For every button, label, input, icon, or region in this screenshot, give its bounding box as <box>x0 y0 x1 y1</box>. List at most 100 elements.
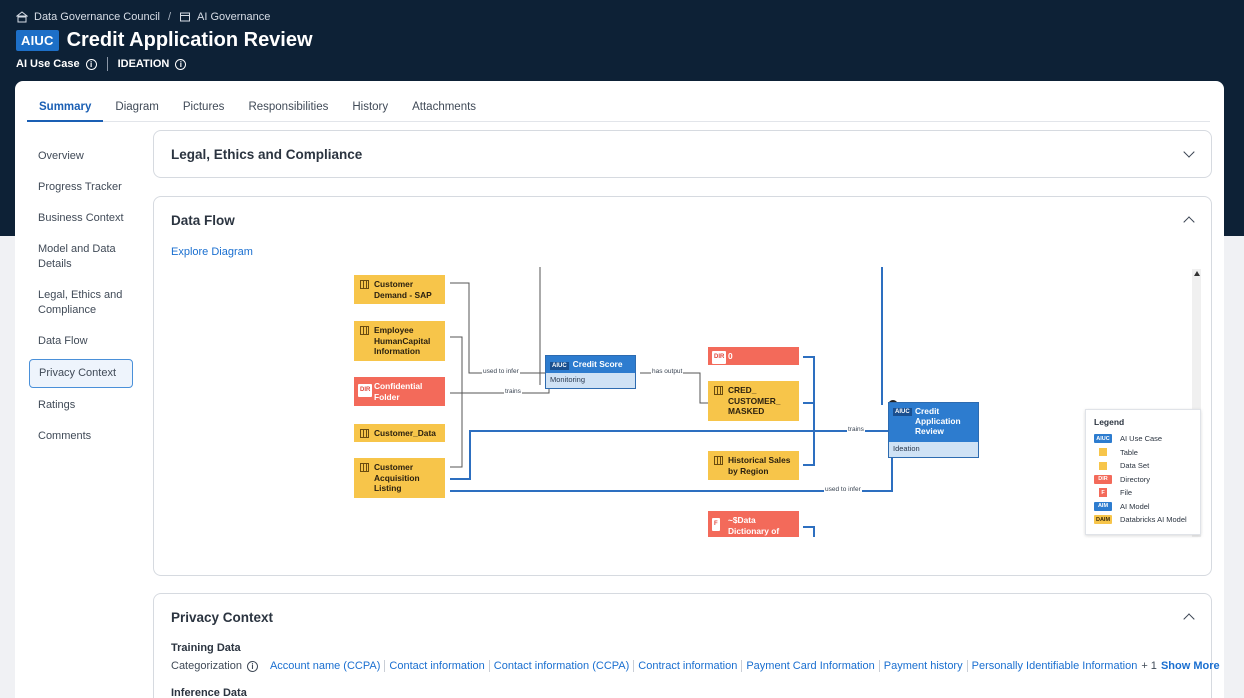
section-title: Privacy Context <box>171 610 274 625</box>
node-label: Customer_Data <box>374 428 436 438</box>
directory-tag: DIR <box>712 351 727 364</box>
page-title: Credit Application Review <box>66 29 313 51</box>
node-label: ~$Data Dictionary of Contoso BI <box>728 515 780 537</box>
node-label: CRED_ CUSTOMER_ MASKED <box>728 385 781 416</box>
node-confidential-folder[interactable]: DIR Confidential Folder <box>354 377 445 406</box>
ai-use-case-tag: AIUC <box>550 362 569 370</box>
asset-type-label: AI Use Case <box>16 58 80 70</box>
section-title: Data Flow <box>171 213 235 228</box>
node-label: Confidential Folder <box>374 381 423 402</box>
tab-history[interactable]: History <box>352 101 389 113</box>
legend-item: Table <box>1094 446 1192 460</box>
node-status: Monitoring <box>550 375 586 384</box>
info-icon[interactable]: i <box>246 660 258 672</box>
legend-swatch: DAIM <box>1094 515 1112 525</box>
node-label: Credit Score <box>572 359 623 369</box>
category-link[interactable]: Payment history <box>880 660 968 672</box>
edge-line <box>803 356 815 466</box>
nav-item-comments[interactable]: Comments <box>38 430 92 442</box>
table-icon <box>714 386 723 395</box>
table-icon <box>360 280 369 289</box>
tab-pictures[interactable]: Pictures <box>182 101 225 113</box>
show-more-link[interactable]: Show More <box>1160 660 1220 672</box>
edge-line <box>450 282 549 374</box>
legend-swatch: AIUC <box>1094 434 1112 444</box>
category-link[interactable]: Personally Identifiable Information <box>971 660 1138 672</box>
legend-label: Data Set <box>1120 461 1150 471</box>
nav-item-progress-tracker[interactable]: Progress Tracker <box>38 181 122 193</box>
data-flow-diagram[interactable]: Customer Demand - SAP Employee HumanCapi… <box>354 267 1144 537</box>
edge-line <box>450 451 893 492</box>
legend-item: Data Set <box>1094 459 1192 473</box>
explore-diagram-link[interactable]: Explore Diagram <box>171 246 253 258</box>
node-directory-zero[interactable]: DIR 0 <box>708 347 799 365</box>
meta-divider <box>106 57 108 71</box>
node-label: Customer Acquisition Listing <box>374 462 420 493</box>
table-icon <box>360 463 369 472</box>
legend-title: Legend <box>1094 417 1125 427</box>
edge-line <box>803 526 815 537</box>
edge-label: has output <box>651 368 684 375</box>
nav-item-overview[interactable]: Overview <box>38 150 84 162</box>
breadcrumb-separator: / <box>167 11 172 23</box>
title-row: AIUC Credit Application Review <box>16 29 313 52</box>
nav-item-business-context[interactable]: Business Context <box>38 212 124 224</box>
nav-item-model-data-details[interactable]: Model and Data Details <box>38 243 116 270</box>
directory-tag: DIR <box>358 384 373 397</box>
category-link[interactable]: Contact information (CCPA) <box>490 660 635 672</box>
domain-icon <box>180 12 191 22</box>
section-nav: Overview Progress Tracker Business Conte… <box>29 143 133 454</box>
nav-item-legal-ethics[interactable]: Legal, Ethics and Compliance <box>38 289 123 316</box>
edge-line <box>450 430 892 480</box>
node-data-dictionary[interactable]: F ~$Data Dictionary of Contoso BI <box>708 511 799 537</box>
breadcrumb-item-council[interactable]: Data Governance Council <box>34 11 160 23</box>
nav-item-ratings[interactable]: Ratings <box>38 399 76 411</box>
node-employee-info[interactable]: Employee HumanCapital Information <box>354 321 445 361</box>
category-link[interactable]: Account name (CCPA) <box>266 660 386 672</box>
legal-section[interactable]: Legal, Ethics and Compliance <box>153 130 1212 178</box>
asset-type-badge: AIUC <box>16 30 59 51</box>
node-cred-customer-masked[interactable]: CRED_ CUSTOMER_ MASKED <box>708 381 799 421</box>
node-label: Historical Sales by Region <box>728 455 791 476</box>
node-customer-acquisition[interactable]: Customer Acquisition Listing <box>354 458 445 498</box>
legend-label: File <box>1120 488 1133 498</box>
chevron-up-icon[interactable] <box>1183 613 1195 625</box>
chevron-down-icon[interactable] <box>1183 146 1195 158</box>
legend-label: Table <box>1120 447 1138 457</box>
node-customer-data[interactable]: Customer_Data <box>354 424 445 442</box>
diagram-scrollbar[interactable] <box>1192 269 1201 537</box>
category-link[interactable]: Payment Card Information <box>742 660 880 672</box>
node-customer-demand[interactable]: Customer Demand - SAP <box>354 275 445 304</box>
scroll-up-icon[interactable] <box>1194 271 1200 276</box>
tab-responsibilities[interactable]: Responsibilities <box>248 101 329 113</box>
legend-label: AI Model <box>1120 501 1150 511</box>
tab-summary[interactable]: Summary <box>27 81 104 122</box>
info-icon[interactable]: i <box>85 58 97 70</box>
category-link[interactable]: Contract information <box>634 660 743 672</box>
nav-item-data-flow[interactable]: Data Flow <box>38 335 88 347</box>
category-link[interactable]: Contact information <box>385 660 490 672</box>
node-label: 0 <box>728 351 733 361</box>
tab-diagram[interactable]: Diagram <box>115 101 159 113</box>
inference-data-label: Inference Data <box>171 687 247 698</box>
edge-label: used to infer <box>482 368 520 375</box>
legend-label: Directory <box>1120 474 1151 484</box>
node-historical-sales[interactable]: Historical Sales by Region <box>708 451 799 480</box>
info-icon[interactable]: i <box>175 58 187 70</box>
nav-item-privacy-context[interactable]: Privacy Context <box>29 359 133 388</box>
chevron-up-icon[interactable] <box>1183 216 1195 228</box>
tab-attachments[interactable]: Attachments <box>412 101 477 113</box>
edge-label: trains <box>847 426 865 433</box>
asset-meta: AI Use Case i IDEATION i <box>16 57 187 71</box>
breadcrumb-item-governance[interactable]: AI Governance <box>197 11 271 23</box>
table-icon <box>360 326 369 335</box>
legend-swatch: F <box>1094 488 1112 498</box>
